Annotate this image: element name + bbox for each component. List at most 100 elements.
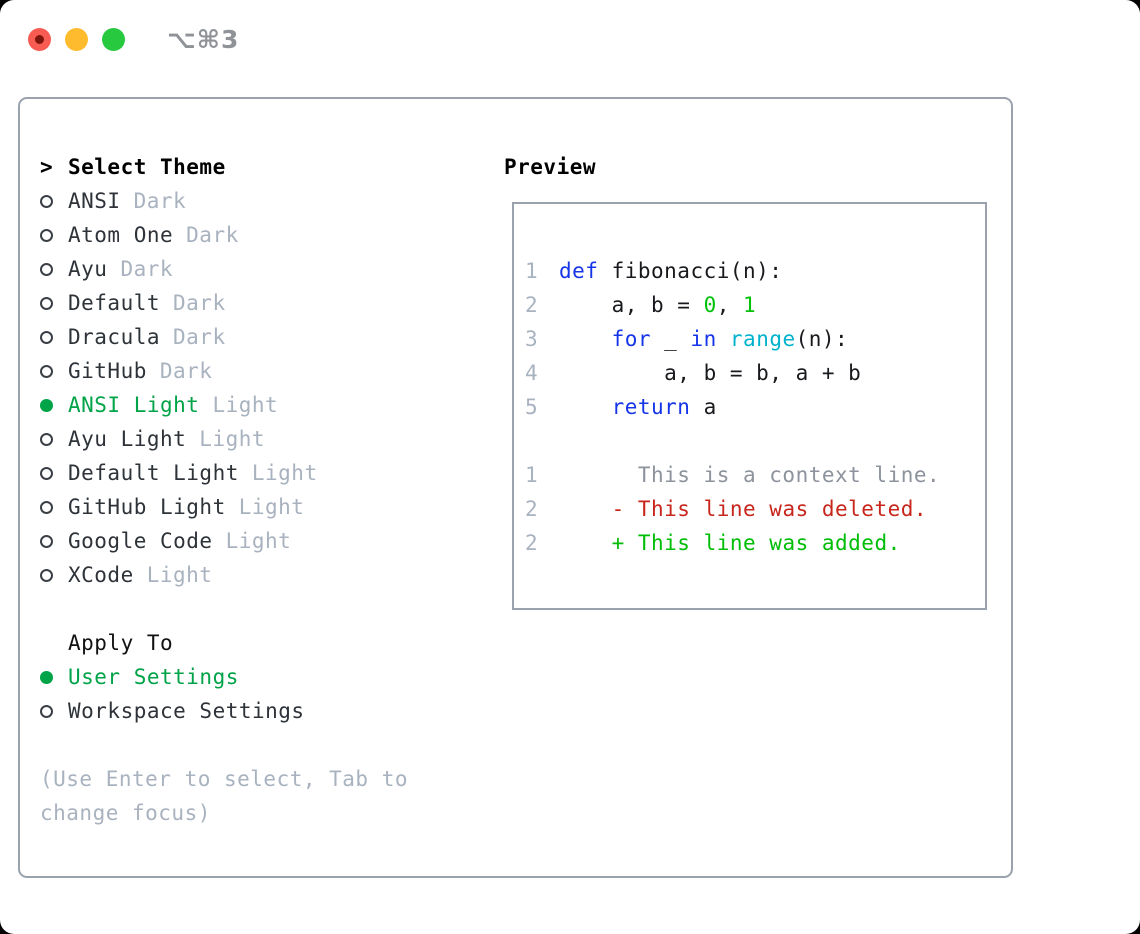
theme-variant-tag: Light bbox=[251, 461, 318, 485]
prompt-caret-icon: > bbox=[40, 155, 54, 179]
radio-cell bbox=[40, 432, 68, 446]
line-number: 4 bbox=[525, 361, 539, 385]
radio-selected-icon bbox=[40, 670, 53, 684]
code-token: - This line was deleted. bbox=[611, 497, 928, 521]
code-line: 3 for _ in range(n): bbox=[525, 322, 985, 356]
radio-cell bbox=[40, 670, 68, 684]
preview-title: Preview bbox=[504, 155, 597, 179]
apply-option-user-settings[interactable]: User Settings bbox=[40, 660, 490, 694]
close-icon bbox=[35, 35, 44, 44]
radio-unselected-icon bbox=[40, 432, 53, 446]
line-content: + This line was added. bbox=[559, 531, 901, 555]
theme-variant-tag: Dark bbox=[159, 359, 213, 383]
theme-option-atom-one[interactable]: Atom One Dark bbox=[40, 218, 490, 252]
radio-unselected-icon bbox=[40, 466, 53, 480]
apply-to-title: Apply To bbox=[68, 631, 174, 655]
radio-unselected-icon bbox=[40, 568, 53, 582]
window-title: ⌥⌘3 bbox=[167, 25, 240, 54]
code-line bbox=[525, 424, 985, 458]
line-number: 1 bbox=[525, 463, 539, 487]
code-token: a, b = b, a + b bbox=[559, 361, 862, 385]
line-number: 2 bbox=[525, 293, 539, 317]
radio-unselected-icon bbox=[40, 704, 53, 718]
code-token: a bbox=[690, 395, 717, 419]
theme-name: Dracula bbox=[68, 325, 161, 349]
radio-cell bbox=[40, 500, 68, 514]
line-content: a, b = 0, 1 bbox=[559, 293, 756, 317]
help-text: (Use Enter to select, Tab to change focu… bbox=[40, 767, 409, 825]
code-token bbox=[559, 531, 612, 555]
radio-unselected-icon bbox=[40, 534, 53, 548]
radio-cell bbox=[40, 296, 68, 310]
theme-variant-tag: Dark bbox=[186, 223, 239, 247]
radio-cell bbox=[40, 194, 68, 208]
radio-cell bbox=[40, 466, 68, 480]
code-line: 5 return a bbox=[525, 390, 985, 424]
code-token: 1 bbox=[743, 293, 757, 317]
apply-to-header: Apply To bbox=[40, 626, 490, 660]
radio-cell bbox=[40, 704, 68, 718]
code-line: 2 - This line was deleted. bbox=[525, 492, 985, 526]
code-token bbox=[559, 395, 612, 419]
line-content: return a bbox=[559, 395, 717, 419]
code-token: , bbox=[716, 293, 744, 317]
zoom-button[interactable] bbox=[102, 28, 125, 51]
apply-option-label: User Settings bbox=[68, 665, 239, 689]
line-content: a, b = b, a + b bbox=[559, 361, 861, 385]
code-token: in bbox=[690, 327, 717, 351]
radio-unselected-icon bbox=[40, 500, 53, 514]
line-content: This is a context line. bbox=[559, 463, 940, 487]
theme-variant-tag: Light bbox=[225, 529, 292, 553]
theme-name: XCode bbox=[68, 563, 134, 587]
line-number: 2 bbox=[525, 497, 539, 521]
theme-variant-tag: Light bbox=[238, 495, 305, 519]
code-token: (n): bbox=[795, 327, 849, 351]
theme-name: Ayu Light bbox=[68, 427, 187, 451]
theme-variant-tag: Light bbox=[212, 393, 279, 417]
close-button[interactable] bbox=[28, 28, 51, 51]
theme-name: Google Code bbox=[68, 529, 213, 553]
radio-cell bbox=[40, 330, 68, 344]
radio-unselected-icon bbox=[40, 364, 53, 378]
code-token: for bbox=[611, 327, 652, 351]
code-token bbox=[559, 327, 612, 351]
code-line: 4 a, b = b, a + b bbox=[525, 356, 985, 390]
minimize-button[interactable] bbox=[65, 28, 88, 51]
code-line: 2 a, b = 0, 1 bbox=[525, 288, 985, 322]
code-token bbox=[717, 327, 730, 351]
radio-unselected-icon bbox=[40, 262, 53, 276]
radio-unselected-icon bbox=[40, 228, 53, 242]
apply-option-label: Workspace Settings bbox=[68, 699, 305, 723]
code-line: 2 + This line was added. bbox=[525, 526, 985, 560]
theme-variant-tag: Dark bbox=[173, 325, 226, 349]
theme-option-dracula[interactable]: Dracula Dark bbox=[40, 320, 490, 354]
select-theme-header: > Select Theme bbox=[40, 150, 490, 184]
line-content: for _ in range(n): bbox=[559, 327, 848, 351]
radio-cell bbox=[40, 228, 68, 242]
theme-variant-tag: Dark bbox=[133, 189, 187, 213]
line-number: 3 bbox=[525, 327, 539, 351]
theme-variant-tag: Dark bbox=[120, 257, 174, 281]
radio-cell bbox=[40, 364, 68, 378]
theme-name: Atom One bbox=[68, 223, 174, 247]
line-content: - This line was deleted. bbox=[559, 497, 927, 521]
apply-option-workspace-settings[interactable]: Workspace Settings bbox=[40, 694, 490, 728]
theme-option-google-code[interactable]: Google Code Light bbox=[40, 524, 490, 558]
spacer bbox=[40, 592, 490, 626]
